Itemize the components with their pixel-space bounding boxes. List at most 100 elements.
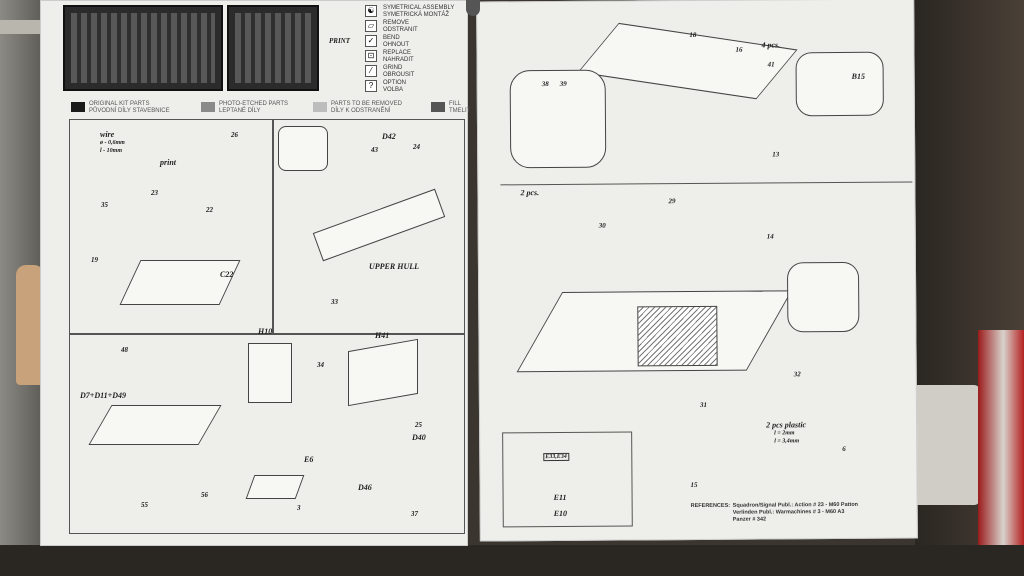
part-d7: D7+D11+D49 [80,391,127,400]
step-panel-1: wire ø - 0,6mm l - 10mm print C22 [69,119,273,334]
option-icon: ? [365,80,377,92]
part-d42: D42 [382,132,396,141]
symmetry-icon: ☯ [365,5,377,17]
panel-h10 [248,343,292,403]
part-number: 37 [411,510,418,518]
references-label: REFERENCES: [690,502,731,510]
wire-diameter: ø - 0,6mm [100,140,125,146]
part-number: 23 [151,189,158,197]
part-number: 6 [842,444,846,453]
instruction-page-left: PRINT wire ø - 0,6mm l - 10mm print C22 … [40,0,471,546]
bottle [978,330,1024,576]
part-number: 16 [735,45,743,54]
hull-front-part [577,22,798,100]
part-number: 22 [206,206,213,214]
legend-label: GRIND [383,65,403,71]
detail-callout-3 [786,261,860,333]
plastic-note: 2 pcs plastic [766,420,807,430]
part-number: 19 [91,256,98,264]
floor [0,545,1024,576]
plastic-length-2: l = 3,4mm [774,438,800,445]
step-panel-2: D42 UPPER HULL [273,119,465,334]
part-number: 32 [793,370,801,379]
print-label: PRINT [329,37,350,45]
engine-grille [637,305,718,367]
part-h10: H10 [258,327,273,336]
reference-2: Verlinden Publ.: Warmachines # 3 - M60 A… [732,508,845,516]
legend-part-sub: TMELIT [449,108,471,114]
box-part [245,475,305,499]
part-number: 18 [689,30,697,40]
wire-label: wire [100,130,115,139]
part-number: 3 [297,504,301,512]
legend-sub: VOLBA [383,87,404,93]
part-b15: B15 [851,71,866,81]
part-e11: E11 [553,492,567,503]
part-number: 29 [668,197,676,206]
part-number: 24 [413,143,420,151]
part-number: 13 [772,150,780,159]
legend-part-sub: LEPTANÉ DÍLY [219,108,261,114]
reference-3: Panzer # 342 [732,516,767,523]
legend-part-sub: DÍLY K ODSTRANĚNÍ [331,108,391,114]
pushpin [466,0,480,16]
legend-swatch [313,102,327,112]
part-number: 48 [121,346,128,354]
part-number: 41 [767,60,775,69]
replace-icon: ⊡ [365,50,377,62]
step-panel-e: E33,E34 E11 E10 [502,431,633,528]
legend-sub: SYMETRICKÁ MONTÁŽ [383,12,450,18]
detail-callout-2 [795,51,884,117]
legend-part-sub: PŮVODNÍ DÍLY STAVEBNICE [89,108,170,114]
part-d46: D46 [358,483,372,492]
part-number: 30 [598,221,606,230]
print-note: print [160,158,177,167]
part-e10: E10 [553,508,568,519]
legend-swatch [71,102,85,112]
two-pcs-note: 2 pcs. [520,188,540,198]
part-number: 56 [201,491,208,499]
part-d40: D40 [412,433,426,442]
part-number: 55 [141,501,148,509]
part-number: 31 [699,400,707,409]
bend-icon: ✓ [365,35,377,47]
legend-swatch [431,102,445,112]
part-h41: H41 [375,331,390,340]
part-number: 34 [317,361,324,369]
shelf [0,20,45,34]
part-number: 43 [371,146,378,154]
legend-label: REMOVE [383,20,410,26]
part-number: 26 [231,131,238,139]
part-number: 39 [559,79,567,88]
legend-part-label: PARTS TO BE REMOVED [331,101,402,107]
photo-etch-fret-1 [63,5,223,91]
legend-sub: OBROUSIT [383,72,415,78]
legend-label: OPTION [383,80,407,86]
legend-sub: OHNOUT [383,42,409,48]
figurine [16,265,44,385]
legend-label: BEND [383,35,400,41]
plastic-length-1: l = 2mm [774,430,795,437]
four-pcs-note: 4 pcs. [761,40,781,50]
divider [500,181,913,186]
part-number: 33 [331,298,338,306]
legend-part-label: FILL [449,101,462,107]
hull-rear-part [88,405,222,445]
photo-etch-fret-2 [227,5,319,91]
legend-label: REPLACE [383,50,412,56]
part-e6: E6 [304,455,314,464]
upper-hull-label: UPPER HULL [369,262,419,271]
part-number: 14 [766,232,774,241]
grind-icon: ⁄ [365,65,377,77]
legend-sub: NAHRADIT [383,57,414,63]
legend-part-label: ORIGINAL KIT PARTS [89,101,150,107]
part-number: 38 [541,80,549,89]
remove-icon: ▱ [365,20,377,32]
upper-hull-part [312,188,446,262]
part-number: 15 [690,481,698,490]
part-number: 35 [101,201,108,209]
instruction-page-right: B15 4 pcs. 2 pcs. 2 pcs plastic l = 2mm … [476,0,918,542]
legend-label: SYMETRICAL ASSEMBLY [383,5,455,11]
detail-callout [278,126,328,171]
wire-length: l - 10mm [100,148,122,154]
